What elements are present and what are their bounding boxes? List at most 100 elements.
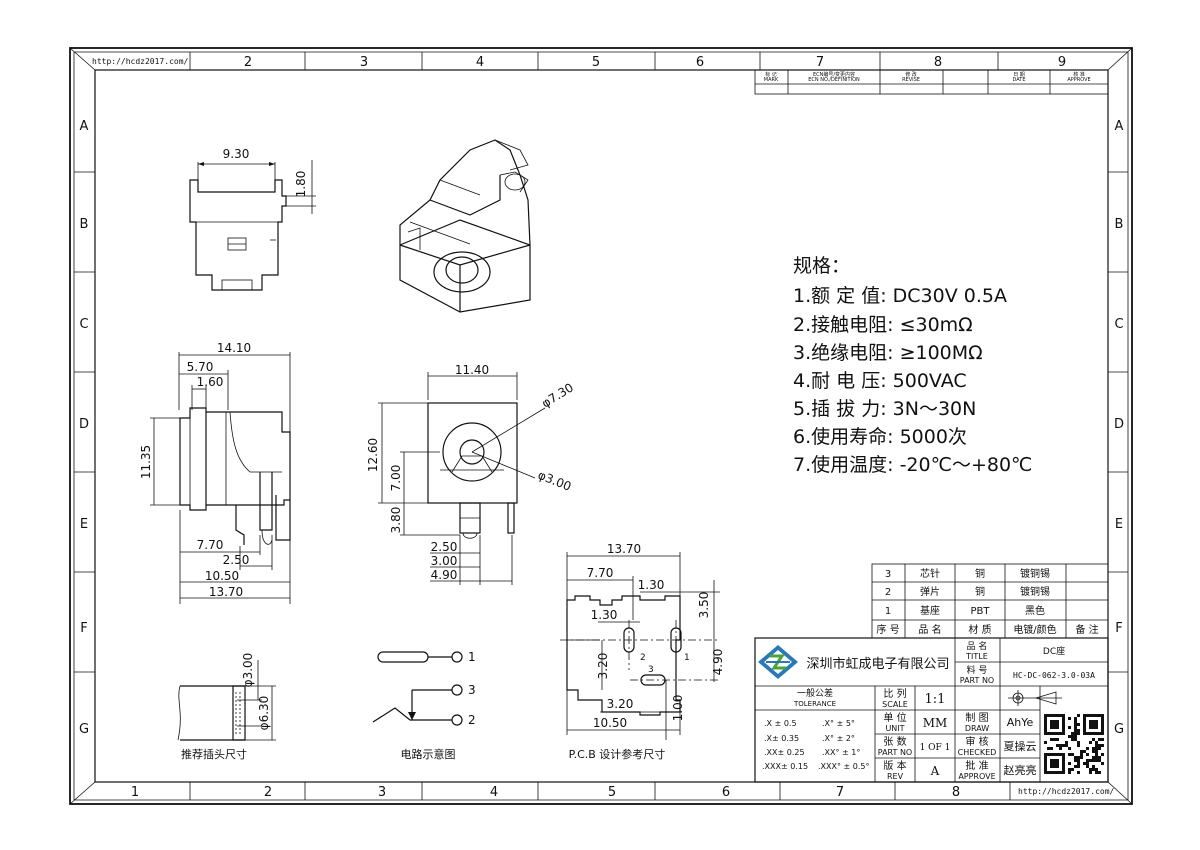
- dim-pcb-d: 3.50: [697, 592, 711, 619]
- tol-linear: .XXX± 0.15: [762, 762, 808, 771]
- dim-front-d1: φ7.30: [539, 380, 576, 410]
- row-label: D: [79, 417, 89, 432]
- unit-label-en: UNIT: [885, 724, 904, 733]
- dim-side-b1: 7.70: [197, 538, 224, 552]
- sheet-label-en: PART NO: [878, 748, 912, 757]
- dim-pcb-g: 3.20: [607, 697, 634, 711]
- check-value: 夏操云: [1004, 739, 1037, 753]
- bom-cell: 基座: [920, 604, 940, 617]
- col-label: 1: [131, 785, 139, 800]
- approve-label-en: APPROVE: [958, 772, 995, 781]
- row-label: C: [79, 317, 88, 332]
- col-label: 3: [378, 785, 386, 800]
- row-label: E: [80, 517, 88, 532]
- dim-front-h3: 3.80: [389, 507, 403, 534]
- col-label: 6: [722, 785, 730, 800]
- isometric-view: [399, 139, 531, 313]
- bom-header: 材 质: [968, 623, 991, 636]
- dim-top-width: 9.30: [223, 147, 250, 161]
- bom-table: 3 芯针 铜 镀铜锡 2 弹片 铜 镀铜锡 1 基座 PBT 黑色 序 号 品 …: [871, 563, 1109, 639]
- tol-angle: .XX° ± 1°: [822, 748, 860, 757]
- rev-header: ECN编号/变更内容: [813, 71, 855, 78]
- url-top[interactable]: http://hcdz2017.com/: [92, 57, 189, 66]
- col-label: 7: [836, 785, 844, 800]
- column-labels-bottom: 1 2 3 4 5 6 7 8: [131, 785, 960, 800]
- plug-drawing: φ3.00 φ6.30: [177, 653, 276, 741]
- col-label: 4: [490, 785, 498, 800]
- bom-cell: 弹片: [920, 585, 940, 598]
- draw-label: 制 图: [965, 711, 988, 724]
- rev-label-en: REV: [887, 772, 904, 781]
- bom-cell: PBT: [971, 606, 991, 617]
- scale-value: 1:1: [925, 692, 946, 707]
- rev-value: A: [930, 764, 940, 778]
- dim-front-b1: 2.50: [431, 540, 458, 554]
- col-label: 2: [244, 55, 252, 70]
- scale-label-en: SCALE: [882, 700, 908, 709]
- projection-symbol-icon: [1008, 690, 1062, 706]
- col-label: 8: [952, 785, 960, 800]
- rev-label: 版 本: [883, 759, 906, 772]
- title-value: DC座: [1043, 645, 1065, 657]
- company-logo-icon: [758, 645, 798, 679]
- qr-code-icon[interactable]: [1044, 714, 1104, 774]
- bom-cell: 镀铜锡: [1020, 567, 1050, 580]
- spec-title: 规格：: [793, 255, 850, 277]
- rev-header-en: MARK: [764, 77, 779, 83]
- dim-pcb-b: 1.30: [638, 578, 665, 592]
- bom-cell: 芯针: [920, 567, 940, 580]
- row-label: E: [1115, 517, 1123, 532]
- rev-header-en: ECN NO./DEFINITION: [808, 77, 860, 83]
- dim-pcb-c: 1.30: [591, 608, 618, 622]
- draw-value: AhYe: [1007, 716, 1034, 729]
- dim-pcb-f: 4.90: [711, 649, 725, 676]
- dim-front-h2: 7.00: [389, 465, 403, 492]
- title-label-en: TITLE: [965, 652, 988, 661]
- spec-line: 7.使用温度: -20℃～+80℃: [793, 454, 1032, 476]
- partno-label: 料 号: [967, 664, 988, 676]
- dim-side-h: 11.35: [139, 445, 153, 479]
- spec-line: 6.使用寿命: 5000次: [793, 426, 967, 448]
- url-bottom[interactable]: http://hcdz2017.com/: [1018, 787, 1115, 796]
- bom-header: 备 注: [1075, 623, 1098, 636]
- sheet-label: 张 数: [883, 735, 906, 748]
- dim-side-b2: 2.50: [223, 553, 250, 567]
- unit-value: MM: [923, 716, 948, 730]
- dim-side-w1: 14.10: [217, 341, 251, 355]
- circuit-pin: 1: [468, 650, 476, 664]
- specifications: 规格： 1.额 定 值: DC30V 0.5A 2.接触电阻: ≤30mΩ 3.…: [793, 255, 1032, 476]
- dim-pcb-a: 7.70: [587, 566, 614, 580]
- col-label: 9: [1058, 55, 1066, 70]
- col-label: 5: [592, 55, 600, 70]
- circuit-diagram: 1 3 2: [372, 650, 476, 727]
- side-view-drawing: 14.10 5.70 1.60 11.35 7.70 2.50 10.5: [139, 341, 291, 604]
- col-label: 6: [696, 55, 704, 70]
- tol-linear: .X± 0.35: [764, 734, 799, 743]
- dim-side-b4: 13.70: [209, 585, 243, 599]
- spec-line: 2.接触电阻: ≤30mΩ: [793, 314, 973, 336]
- row-label: B: [80, 217, 89, 232]
- tol-linear: .XX± 0.25: [764, 748, 805, 757]
- col-label: 2: [264, 785, 272, 800]
- row-labels: A B C D E F G A B C D E F G: [79, 119, 1124, 737]
- tol-angle: .X° ± 2°: [822, 734, 855, 743]
- unit-label: 单 位: [883, 711, 906, 724]
- dim-pcb-w: 13.70: [607, 542, 641, 556]
- dim-plug-d1: φ3.00: [241, 653, 255, 688]
- bom-header: 序 号: [876, 623, 899, 636]
- bom-header: 电镀/颜色: [1013, 623, 1056, 636]
- bom-cell: 1: [885, 606, 891, 617]
- pcb-layout-drawing: 13.70 7.70 1.30 1.30 2 1 3 3.50 4.90 3.2…: [560, 542, 725, 740]
- row-label: A: [1115, 119, 1124, 134]
- title-label: 品 名: [967, 640, 988, 652]
- rev-header-en: APPROVE: [1067, 77, 1090, 83]
- row-label: A: [80, 119, 89, 134]
- check-label: 审 核: [965, 735, 988, 748]
- rev-header-en: DATE: [1012, 77, 1025, 83]
- revision-table: 标 记 ECN编号/变更内容 修 改 日 期 核 准 MARK ECN NO./…: [754, 69, 1109, 95]
- col-label: 8: [934, 55, 942, 70]
- caption-circuit: 电路示意图: [401, 747, 456, 761]
- rev-header: 修 改: [905, 71, 917, 78]
- sheet-frame: [69, 47, 1133, 805]
